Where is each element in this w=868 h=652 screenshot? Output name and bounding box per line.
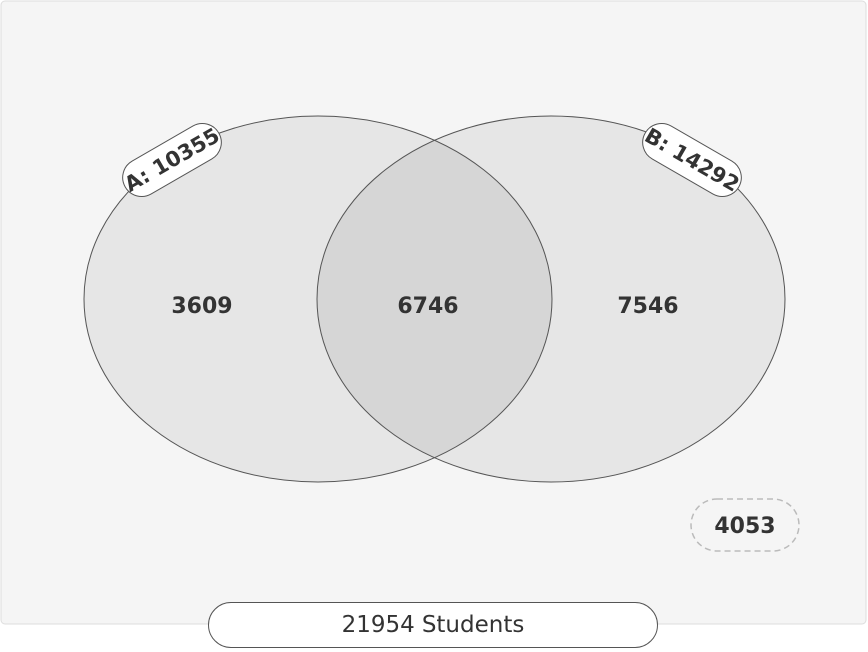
total-students-box: 21954 Students (208, 602, 658, 648)
total-value: 21954 (341, 612, 415, 638)
intersection-region (317, 116, 552, 482)
set-a-label-pill (122, 123, 222, 197)
total-unit: Students (421, 612, 525, 638)
set-b-outline (316, 115, 786, 483)
intersection-count: 6746 (397, 294, 458, 319)
set-a-outline (83, 115, 553, 483)
outside-count-pill (690, 498, 800, 552)
set-b-label-pill (642, 123, 742, 197)
set-b-only-count: 7546 (617, 294, 678, 319)
outside-count: 4053 (714, 514, 775, 539)
set-a-only-count: 3609 (171, 294, 232, 319)
